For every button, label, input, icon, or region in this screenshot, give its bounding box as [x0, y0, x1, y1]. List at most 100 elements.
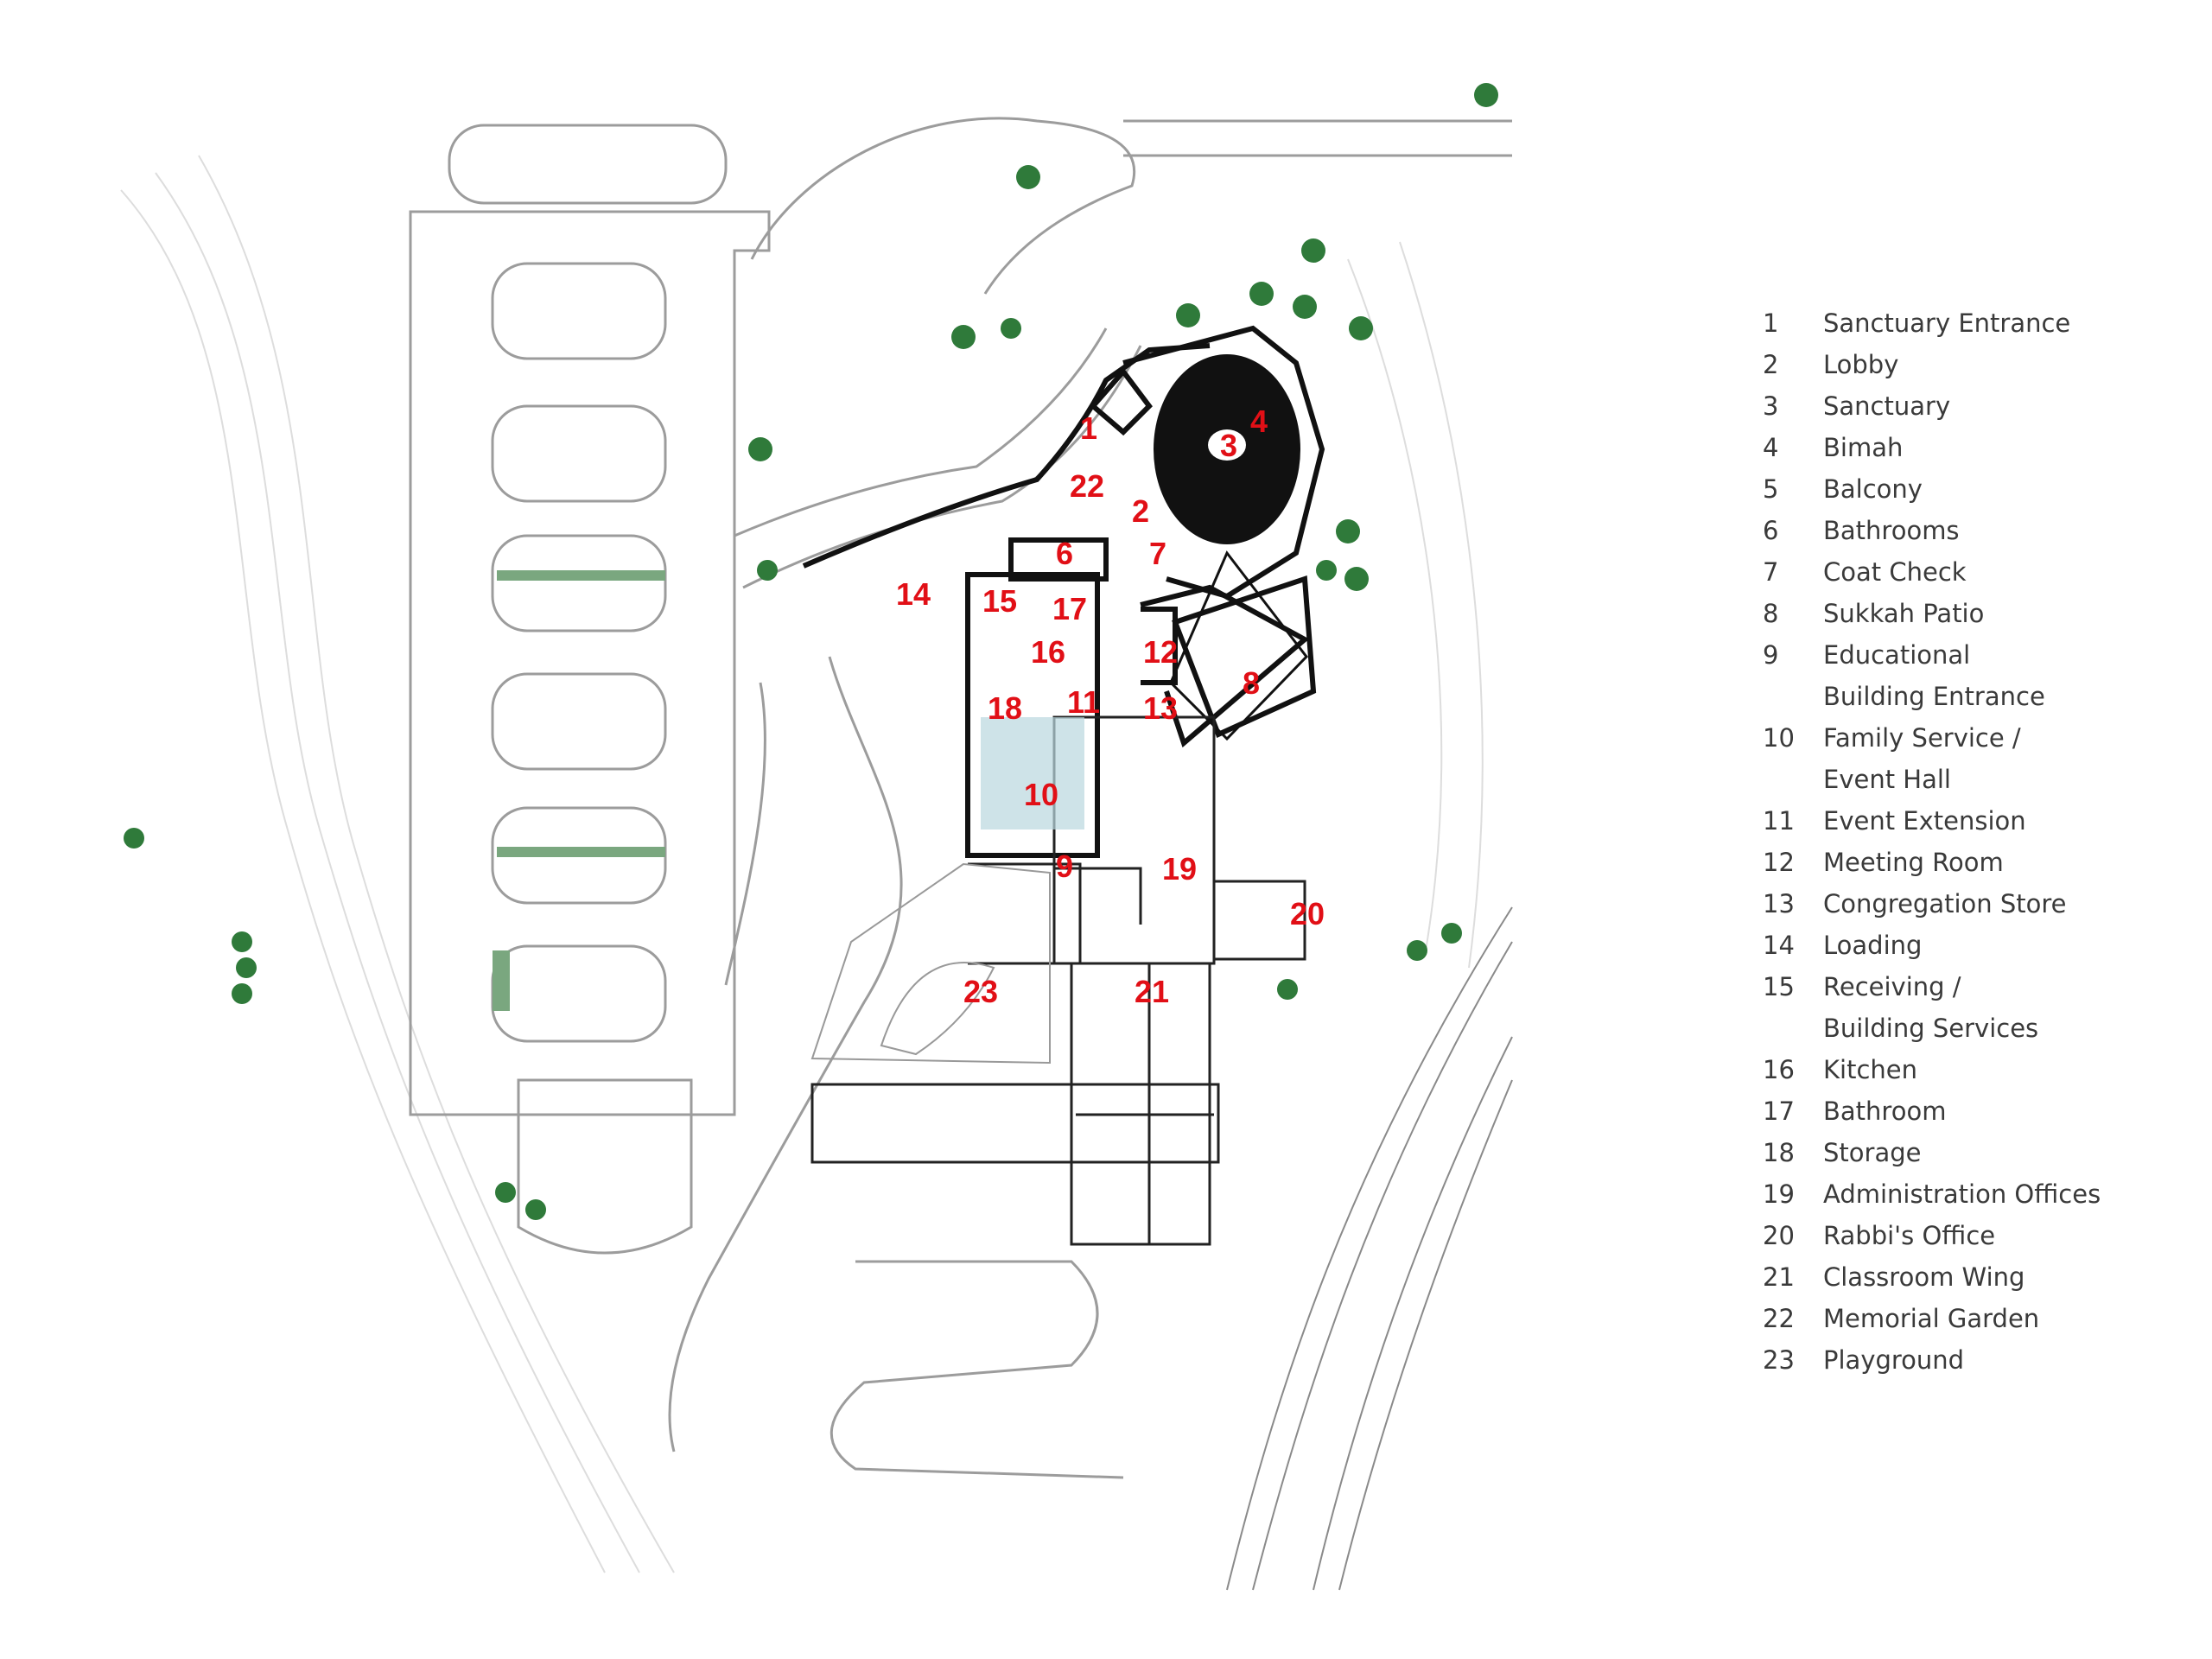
legend-number: 18	[1763, 1138, 1795, 1167]
legend-label: Loading	[1823, 931, 1923, 960]
legend-number: 13	[1763, 889, 1795, 918]
event-hall-seating	[981, 717, 1084, 830]
legend-row: 8 Sukkah Patio	[1763, 593, 2195, 634]
legend-label: Sanctuary Entrance	[1823, 308, 2071, 338]
legend-row: 18 Storage	[1763, 1132, 2195, 1173]
legend-label: Congregation Store	[1823, 889, 2067, 918]
legend-label: Receiving /	[1823, 972, 1961, 1001]
topography-contours	[120, 155, 1484, 1573]
legend-number: 22	[1763, 1304, 1795, 1333]
plan-label-2: 2	[1132, 493, 1150, 529]
plan-label-19: 19	[1162, 851, 1198, 887]
legend-label: Coat Check	[1823, 557, 1967, 587]
legend-number: 8	[1763, 599, 1779, 628]
plan-label-13: 13	[1143, 690, 1179, 726]
legend-row: Building Services	[1763, 1007, 2195, 1049]
legend-number: 9	[1763, 640, 1779, 670]
hedges	[493, 570, 665, 1011]
plan-label-14: 14	[896, 576, 931, 612]
legend-number: 3	[1763, 391, 1779, 421]
legend-number: 7	[1763, 557, 1779, 587]
legend-label: Bimah	[1823, 433, 1904, 462]
legend-number: 14	[1763, 931, 1795, 960]
legend-number: 19	[1763, 1179, 1795, 1209]
legend-label: Building Entrance	[1823, 682, 2045, 711]
plan-label-20: 20	[1290, 896, 1325, 931]
plan-label-23: 23	[963, 974, 999, 1009]
legend-number: 20	[1763, 1221, 1795, 1250]
legend-row: 1 Sanctuary Entrance	[1763, 302, 2195, 344]
legend-row: Event Hall	[1763, 759, 2195, 800]
legend-row: 19 Administration Offices	[1763, 1173, 2195, 1215]
legend-number: 6	[1763, 516, 1779, 545]
plan-label-9: 9	[1056, 849, 1074, 884]
legend-number: 15	[1763, 972, 1795, 1001]
legend-row: 5 Balcony	[1763, 468, 2195, 510]
legend-row: 21 Classroom Wing	[1763, 1256, 2195, 1298]
building-outline	[802, 325, 1325, 858]
legend-label: Event Hall	[1823, 765, 1951, 794]
legend-row: 13 Congregation Store	[1763, 883, 2195, 925]
access-drive	[668, 117, 1512, 1479]
plan-label-12: 12	[1143, 634, 1179, 670]
sukkah-patio	[1169, 550, 1308, 741]
plan-label-22: 22	[1070, 468, 1105, 504]
plan-label-7: 7	[1149, 536, 1167, 571]
legend-row: 9 Educational	[1763, 634, 2195, 676]
plan-label-4: 4	[1250, 404, 1268, 439]
plan-label-3: 3	[1220, 428, 1238, 463]
legend-label: Building Services	[1823, 1014, 2039, 1043]
plan-label-10: 10	[1024, 777, 1059, 812]
legend-label: Event Extension	[1823, 806, 2026, 836]
bimah-center	[1208, 429, 1246, 461]
legend-row: 6 Bathrooms	[1763, 510, 2195, 551]
legend-row: Building Entrance	[1763, 676, 2195, 717]
educational-wing	[810, 715, 1306, 1246]
legend-number: 10	[1763, 723, 1795, 753]
legend-label: Classroom Wing	[1823, 1262, 2025, 1292]
plan-label-21: 21	[1135, 974, 1170, 1009]
trees	[124, 83, 1498, 1220]
legend-label: Meeting Room	[1823, 848, 2004, 877]
plan-label-11: 11	[1067, 684, 1101, 720]
legend-number: 5	[1763, 474, 1779, 504]
legend-label: Administration Offices	[1823, 1179, 2101, 1209]
legend-row: 7 Coat Check	[1763, 551, 2195, 593]
legend-number: 12	[1763, 848, 1795, 877]
legend-label: Playground	[1823, 1345, 1965, 1375]
legend-label: Educational	[1823, 640, 1971, 670]
legend-row: 17 Bathroom	[1763, 1090, 2195, 1132]
legend-label: Storage	[1823, 1138, 1922, 1167]
legend-label: Sanctuary	[1823, 391, 1951, 421]
legend-number: 23	[1763, 1345, 1795, 1375]
legend-label: Sukkah Patio	[1823, 599, 1985, 628]
legend-label: Bathroom	[1823, 1096, 1947, 1126]
legend-number: 2	[1763, 350, 1779, 379]
legend-number: 17	[1763, 1096, 1795, 1126]
plan-label-8: 8	[1243, 665, 1261, 701]
legend-row: 15 Receiving /	[1763, 966, 2195, 1007]
legend-label: Balcony	[1823, 474, 1923, 504]
legend-row: 23 Playground	[1763, 1339, 2195, 1381]
legend-row: 2 Lobby	[1763, 344, 2195, 385]
plan-label-18: 18	[988, 690, 1023, 726]
legend-number: 16	[1763, 1055, 1795, 1084]
legend-row: 14 Loading	[1763, 925, 2195, 966]
highway	[1226, 906, 1513, 1591]
playground	[810, 862, 1051, 1065]
plan-label-1: 1	[1080, 410, 1098, 446]
legend-number: 21	[1763, 1262, 1795, 1292]
legend-row: 3 Sanctuary	[1763, 385, 2195, 427]
legend-label: Bathrooms	[1823, 516, 1960, 545]
legend-number: 1	[1763, 308, 1779, 338]
plan-label-6: 6	[1056, 536, 1074, 571]
legend-label: Lobby	[1823, 350, 1899, 379]
